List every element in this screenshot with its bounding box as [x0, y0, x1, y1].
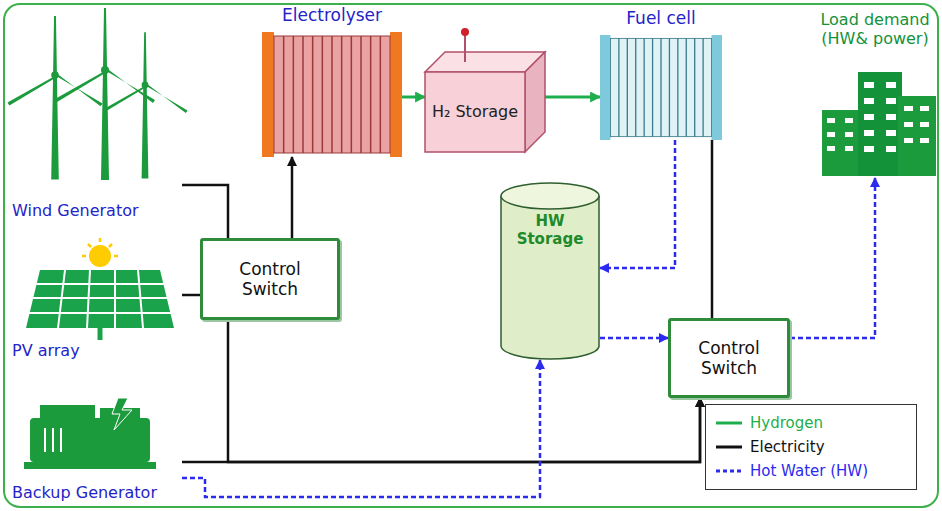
legend-sample	[714, 442, 744, 452]
hot-water-line	[790, 178, 875, 338]
electric-line	[182, 294, 200, 297]
load-demand: Load demand (HW& power)	[812, 10, 938, 178]
cylinder-shape	[500, 182, 600, 360]
node-label: Wind Generator	[12, 201, 182, 220]
node-label: Control Switch	[229, 259, 311, 300]
wind-turbines	[7, 8, 187, 180]
hot-water-line	[182, 360, 540, 497]
electrolyser: Electrolyser	[262, 32, 402, 157]
electric-line	[711, 140, 714, 318]
legend-label: Electricity	[750, 438, 825, 456]
legend-label: Hydrogen	[750, 414, 823, 432]
node-label: Control Switch	[697, 338, 761, 379]
node-label: HW Storage	[508, 212, 592, 248]
legend-box: HydrogenElectricityHot Water (HW)	[705, 404, 917, 490]
legend-row: Electricity	[714, 435, 908, 459]
control-switch: Control Switch	[200, 238, 340, 320]
node-label: Electrolyser	[232, 5, 432, 25]
stack-shape	[600, 35, 722, 140]
wind-generator: Wind Generator	[12, 12, 182, 220]
node-label: Load demand (HW& power)	[812, 10, 938, 48]
hot-water-line	[600, 140, 675, 268]
stack-shape	[262, 32, 402, 157]
hw-storage: HW Storage	[500, 182, 600, 360]
hydrogen-line	[402, 96, 425, 99]
hot-water-line	[600, 337, 668, 340]
building	[822, 72, 936, 176]
tank-shape	[425, 52, 545, 152]
backup-generator: Backup Generator	[12, 392, 182, 502]
electric-line	[182, 398, 700, 462]
node-label: PV array	[12, 341, 182, 360]
node-label: Fuel cell	[570, 8, 752, 28]
legend-sample	[714, 466, 744, 476]
electric-line	[291, 157, 294, 238]
legend-sample	[714, 418, 744, 428]
control-switch: Control Switch	[668, 318, 790, 398]
node-label: Backup Generator	[12, 483, 182, 502]
legend-row: Hot Water (HW)	[714, 459, 908, 483]
node-label: H₂ Storage	[432, 102, 518, 121]
electric-line	[182, 185, 700, 462]
backup-generator	[24, 398, 156, 469]
pv-array: PV array	[12, 238, 182, 360]
legend-label: Hot Water (HW)	[750, 462, 868, 480]
hydrogen-line	[545, 96, 600, 99]
pv-panel	[26, 238, 174, 340]
h2-storage: H₂ Storage	[425, 52, 545, 152]
frame	[4, 4, 938, 507]
legend-row: Hydrogen	[714, 411, 908, 435]
fuel-cell: Fuel cell	[600, 35, 722, 140]
